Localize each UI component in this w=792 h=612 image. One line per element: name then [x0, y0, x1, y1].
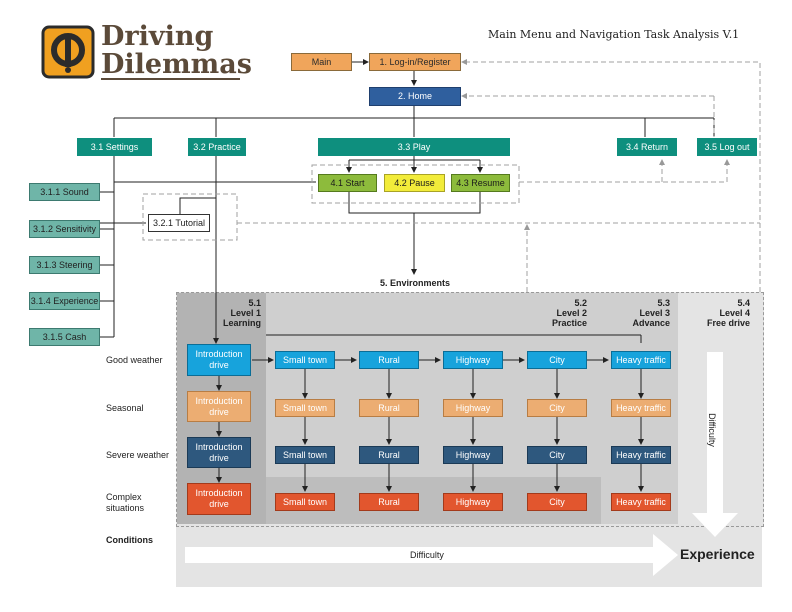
severe-heavy-traffic[interactable]: Heavy traffic — [611, 446, 671, 464]
practice-node[interactable]: 3.2 Practice — [188, 138, 246, 156]
seasonal-rural[interactable]: Rural — [359, 399, 419, 417]
good-heavy-traffic[interactable]: Heavy traffic — [611, 351, 671, 369]
condition-seasonal: Seasonal — [106, 403, 144, 413]
experience-label: Experience — [680, 546, 755, 562]
severe-city[interactable]: City — [527, 446, 587, 464]
settings-sound[interactable]: 3.1.1 Sound — [29, 183, 100, 201]
return-node[interactable]: 3.4 Return — [617, 138, 677, 156]
settings-cash[interactable]: 3.1.5 Cash — [29, 328, 100, 346]
complex-rural[interactable]: Rural — [359, 493, 419, 511]
settings-node[interactable]: 3.1 Settings — [77, 138, 152, 156]
severe-highway[interactable]: Highway — [443, 446, 503, 464]
settings-sensitivity[interactable]: 3.1.2 Sensitivity — [29, 220, 100, 238]
severe-small-town[interactable]: Small town — [275, 446, 335, 464]
logo-underline — [101, 78, 240, 80]
start-node[interactable]: 4.1 Start — [318, 174, 377, 192]
intro-good[interactable]: Introduction drive — [187, 344, 251, 376]
play-node[interactable]: 3.3 Play — [318, 138, 510, 156]
settings-steering[interactable]: 3.1.3 Steering — [29, 256, 100, 274]
complex-heavy-traffic[interactable]: Heavy traffic — [611, 493, 671, 511]
intro-complex[interactable]: Introduction drive — [187, 483, 251, 515]
intro-seasonal[interactable]: Introduction drive — [187, 391, 251, 422]
logo-line2: Dilemmas — [101, 49, 252, 80]
pause-node[interactable]: 4.2 Pause — [384, 174, 445, 192]
seasonal-small-town[interactable]: Small town — [275, 399, 335, 417]
good-rural[interactable]: Rural — [359, 351, 419, 369]
condition-good-weather: Good weather — [106, 355, 163, 365]
page-title: Main Menu and Navigation Task Analysis V… — [488, 28, 740, 41]
complex-small-town[interactable]: Small town — [275, 493, 335, 511]
logo-icon — [41, 25, 95, 79]
environments-label: 5. Environments — [380, 278, 451, 288]
condition-complex: Complex situations — [106, 492, 145, 513]
seasonal-heavy-traffic[interactable]: Heavy traffic — [611, 399, 671, 417]
home-node[interactable]: 2. Home — [369, 87, 461, 106]
seasonal-city[interactable]: City — [527, 399, 587, 417]
good-city[interactable]: City — [527, 351, 587, 369]
logo-line1: Driving — [101, 21, 214, 52]
tutorial-node[interactable]: 3.2.1 Tutorial — [148, 214, 210, 232]
conditions-heading: Conditions — [106, 535, 153, 545]
good-highway[interactable]: Highway — [443, 351, 503, 369]
resume-node[interactable]: 4.3 Resume — [451, 174, 510, 192]
logout-node[interactable]: 3.5 Log out — [697, 138, 757, 156]
seasonal-highway[interactable]: Highway — [443, 399, 503, 417]
condition-severe-weather: Severe weather — [106, 450, 170, 460]
intro-severe[interactable]: Introduction drive — [187, 437, 251, 468]
complex-city[interactable]: City — [527, 493, 587, 511]
good-small-town[interactable]: Small town — [275, 351, 335, 369]
complex-highway[interactable]: Highway — [443, 493, 503, 511]
difficulty-vertical-label: Difficulty — [707, 413, 717, 447]
difficulty-horizontal-label: Difficulty — [410, 550, 444, 560]
login-node[interactable]: 1. Log-in/Register — [369, 53, 461, 71]
severe-rural[interactable]: Rural — [359, 446, 419, 464]
settings-experience[interactable]: 3.1.4 Experience — [29, 292, 100, 310]
main-node[interactable]: Main — [291, 53, 352, 71]
